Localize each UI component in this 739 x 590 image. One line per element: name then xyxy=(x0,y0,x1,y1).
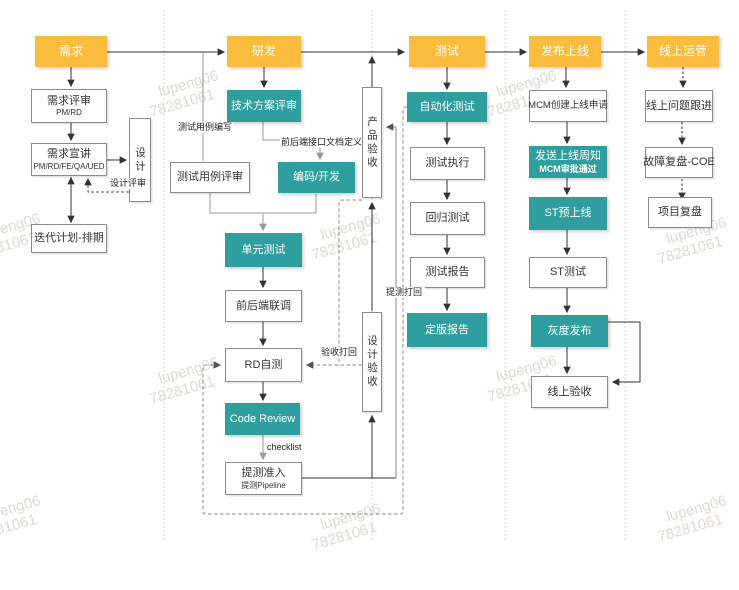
node-mcm-apply: MCM创建上线申请 xyxy=(528,90,608,122)
header-requirements: 需求 xyxy=(35,36,107,67)
node-iteration-plan: 迭代计划-排期 xyxy=(31,224,107,253)
node-product-accept: 产品验收 xyxy=(362,87,382,198)
node-st-preonline: ST预上线 xyxy=(529,197,607,230)
edge-merge-to-unit xyxy=(209,193,317,214)
node-st-test: ST测试 xyxy=(529,257,607,288)
node-test-report: 测试报告 xyxy=(410,257,485,288)
header-testing: 测试 xyxy=(409,36,485,67)
edge-entry-to-product-accept xyxy=(385,123,397,478)
edge-label-accept-reject: 验收打回 xyxy=(318,347,360,358)
node-design-accept: 设计验收 xyxy=(362,312,382,412)
edge-label-design-review: 设计评审 xyxy=(109,178,147,189)
node-coe-review: 故障复盘-COE xyxy=(643,147,715,178)
node-rd-selftest: RD自测 xyxy=(225,348,302,382)
node-code-review: Code Review xyxy=(225,403,300,435)
node-case-review: 测试用例评审 xyxy=(170,162,250,193)
node-final-report: 定版报告 xyxy=(407,313,487,347)
edge-label-test-reject: 提测打回 xyxy=(383,287,425,298)
edge-label-case-writing: 测试用例编写 xyxy=(177,122,233,133)
node-unit-test: 单元测试 xyxy=(225,233,302,267)
node-issue-track: 线上问题跟进 xyxy=(645,90,713,122)
node-auto-test: 自动化测试 xyxy=(407,92,487,122)
header-operation: 线上运营 xyxy=(647,36,719,67)
node-tech-review: 技术方案评审 xyxy=(227,90,301,122)
node-joint-debug: 前后端联调 xyxy=(225,290,302,322)
node-project-review: 项目复盘 xyxy=(648,197,712,228)
edge-accept-reject-down xyxy=(338,199,362,365)
node-coding: 编码/开发 xyxy=(278,162,355,193)
node-test-entry: 提测准入提测Pipeline xyxy=(225,462,302,495)
edge-gray-loop xyxy=(608,321,641,386)
edge-label-api-doc: 前后端接口文档定义 xyxy=(280,137,363,148)
header-release: 发布上线 xyxy=(529,36,601,67)
node-gray-release: 灰度发布 xyxy=(531,315,608,347)
node-test-exec: 测试执行 xyxy=(410,147,485,180)
edge-design-review-dashed xyxy=(84,177,129,193)
node-design: 设计 xyxy=(129,118,151,202)
node-online-accept: 线上验收 xyxy=(531,376,608,408)
header-development: 研发 xyxy=(227,36,301,67)
edge-label-checklist: checklist xyxy=(266,442,308,453)
node-regression: 回归测试 xyxy=(410,202,485,235)
